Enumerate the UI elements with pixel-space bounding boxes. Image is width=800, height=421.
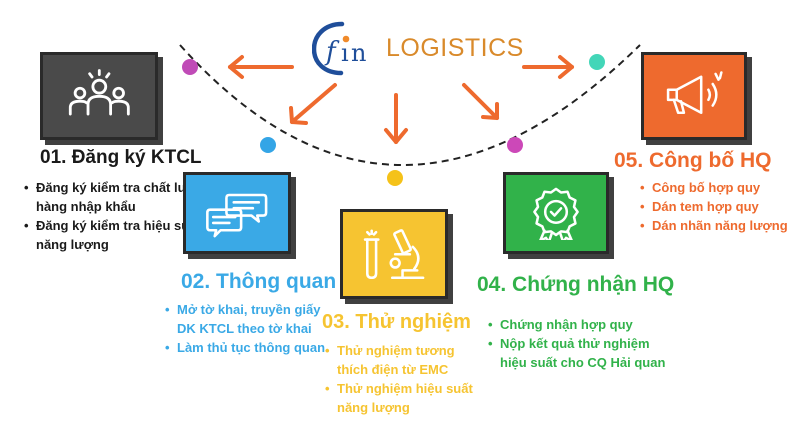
- step-5-title: 05. Công bố HQ: [614, 149, 772, 172]
- brand-name: LOGISTICS: [386, 33, 524, 62]
- step-4-bullets: Chứng nhận hợp quy Nộp kết quả thử nghiệ…: [486, 315, 670, 372]
- arc-dot-2: [260, 137, 276, 153]
- step-2-icon-card: [183, 172, 291, 254]
- step-5-bullet-1: Công bố hợp quy: [640, 178, 800, 197]
- step-3-title: 03. Thử nghiệm: [322, 311, 471, 333]
- arrow-to-step-3: [384, 93, 408, 144]
- team-people-icon: [68, 69, 130, 116]
- arrow-to-step-4: [462, 83, 499, 120]
- svg-text:ı: ı: [341, 39, 349, 67]
- step-2-title: 02. Thông quan: [181, 270, 337, 293]
- step-5-icon-card: [641, 52, 747, 140]
- chat-bubbles-icon: [206, 193, 268, 238]
- arc-dot-1: [182, 59, 198, 75]
- step-5-bullet-3: Dán nhãn năng lượng: [640, 216, 800, 235]
- microscope-lab-icon: [364, 228, 425, 279]
- arrow-to-step-2: [289, 83, 337, 125]
- step-1-bullet-2: Đăng ký kiểm tra hiệu suất năng lượng: [24, 216, 221, 254]
- svg-text:n: n: [351, 39, 366, 67]
- step-3-bullets: Thử nghiệm tương thích điện từ EMC Thử n…: [323, 341, 487, 417]
- dashed-arc: [179, 44, 641, 166]
- arrow-to-step-5: [522, 55, 574, 79]
- step-1-bullet-1: Đăng ký kiểm tra chất lượng hàng nhập kh…: [24, 178, 221, 216]
- award-badge-icon: [533, 187, 579, 241]
- svg-text:f: f: [324, 37, 340, 67]
- step-3-bullet-1: Thử nghiệm tương thích điện từ EMC: [325, 341, 487, 379]
- step-1-title: 01. Đăng ký KTCL: [40, 147, 202, 168]
- step-4-bullet-2: Nộp kết quả thử nghiệm hiệu suất cho CQ …: [488, 334, 670, 372]
- megaphone-icon: [666, 71, 723, 115]
- fin-logo-icon: f ı n: [312, 21, 366, 76]
- step-2-bullets: Mở tờ khai, truyền giấy DK KTCL theo tờ …: [163, 300, 327, 357]
- step-5-bullets: Công bố hợp quy Dán tem hợp quy Dán nhãn…: [638, 178, 800, 235]
- arc-dot-4: [507, 137, 523, 153]
- step-5-bullet-2: Dán tem hợp quy: [640, 197, 800, 216]
- step-3-icon-card: [340, 209, 448, 299]
- step-4-bullet-1: Chứng nhận hợp quy: [488, 315, 670, 334]
- arc-dot-5: [589, 54, 605, 70]
- step-4-title: 04. Chứng nhận HQ: [477, 273, 675, 296]
- brand-logo: f ı n LOGISTICS: [312, 18, 524, 78]
- arrow-to-step-1: [228, 55, 294, 79]
- arc-dot-3: [387, 170, 403, 186]
- step-1-bullets: Đăng ký kiểm tra chất lượng hàng nhập kh…: [22, 178, 221, 254]
- step-2-bullet-1: Mở tờ khai, truyền giấy DK KTCL theo tờ …: [165, 300, 327, 338]
- step-4-icon-card: [503, 172, 609, 254]
- step-2-bullet-2: Làm thủ tục thông quan: [165, 338, 327, 357]
- step-3-bullet-2: Thử nghiệm hiệu suất năng lượng: [325, 379, 487, 417]
- step-1-icon-card: [40, 52, 158, 140]
